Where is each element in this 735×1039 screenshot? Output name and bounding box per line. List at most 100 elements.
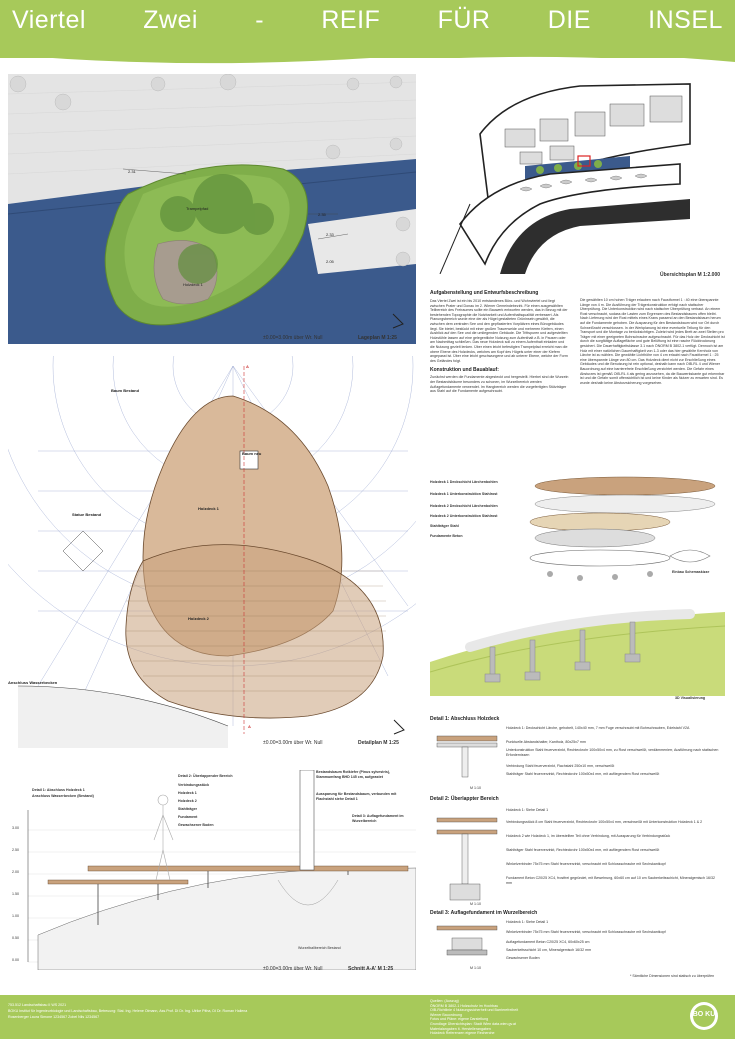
header-wave (0, 40, 735, 70)
section-heading: Konstruktion und Bauablauf: (430, 367, 499, 374)
poster-title: Viertel Zwei - REIF FÜR DIE INSEL (0, 6, 735, 46)
explosion-label: Holzdeck 2 Deckschicht Lärchenbohlen (430, 504, 498, 508)
credit-line: Fotos und Pläne: eigene Darstellung (430, 1017, 489, 1022)
holzdeck1-label: Holzdeck 1 (183, 282, 203, 287)
schnitt-label: Bestandsbaum Rotkiefer (Pinus sylvestris… (316, 770, 391, 779)
detail-item: Sauberkeitsschicht 10 cm, Mineralgemisch… (506, 948, 592, 952)
schnitt-scale: Schnitt A-A' M 1:25 (348, 966, 394, 972)
detail-item: Winkelverbinder 75x75 mm Stahl feuerverz… (506, 930, 666, 934)
schnitt-label: Detail 1: Abschluss Holzdeck 1 (32, 788, 85, 792)
detail-item: Holzdeck 1: Deckschicht Lärche, gehobelt… (506, 726, 690, 730)
lageplan-drawing (7, 73, 417, 344)
baum-neu-label: Baum neu (242, 451, 262, 456)
height-label: 2.35 (318, 212, 326, 217)
detail-item: Gewachsener Boden (506, 956, 540, 960)
title-word: - (255, 6, 265, 34)
schnitt-label: Gewachsener Boden (178, 823, 214, 827)
explosion-label: Holzdeck 1 Unterkonstruktion Stahlrost (430, 492, 498, 496)
uebersichtsplan-scale: Übersichtsplan M 1:2.000 (660, 272, 721, 278)
schnitt-label: Holzdeck 1 (178, 791, 197, 795)
detail-item: Fundament Beton C20/25 XC4, frostfrei ge… (506, 876, 715, 885)
detail-item: Winkelverbinder 75x75 mm Stahl feuerverz… (506, 862, 666, 866)
detailplan-level: ±0.00=3.00m über Wr. Null (263, 740, 323, 746)
footer-credits: Quellen: (Auszug) ÖNORM B 3802-1 Holzsch… (430, 999, 670, 1036)
holzdeck1-label: Holzdeck 1 (198, 506, 219, 511)
uebersichtsplan-panel: Übersichtsplan M 1:2.000 (430, 74, 725, 284)
detail1-drawing (436, 735, 498, 778)
detailplan-scale: Detailplan M 1:25 (358, 740, 399, 746)
detailplan-drawing (0, 65, 534, 748)
lageplan-scale: Lageplan M 1:25 (358, 335, 397, 341)
credit-line: Materialangaben lt. Herstellerangaben (430, 1026, 491, 1031)
credit-line: OIB-Richtlinie 4 Nutzungssicherheit und … (430, 1008, 519, 1013)
detail3-drawing (436, 925, 498, 956)
axis-tick: 0.50 (12, 936, 19, 940)
paragraph: Die gewählten 10 cm hohen Träger erlaube… (580, 298, 725, 385)
visualisierung-panel: 3D Visualisierung (429, 592, 726, 704)
title-word: REIF (321, 6, 381, 34)
detail-item: Holzdeck 1: Siehe Detail 1 (506, 920, 549, 924)
footer-line: BOKU Institut für Ingenieurbiologie und … (8, 1009, 248, 1013)
schnitt-drawing (8, 769, 417, 971)
logo-text: BO KU (692, 1011, 716, 1018)
skizze-label: Einbau Schemaskizze (672, 570, 710, 574)
axis-tick: 1.50 (12, 892, 19, 896)
axis-tick: 0.00 (12, 958, 19, 962)
height-label: 2.31 (128, 169, 136, 174)
credit-line: Wiener Bauordnung (430, 1012, 462, 1017)
lageplan-panel: Trampelpfad Holzdeck 1 2.31 2.35 2.33 2.… (7, 73, 417, 344)
detail-item: Holzdeck 2 wie Holzdeck 1, im überstellt… (506, 834, 671, 838)
boku-logo: BO KU (684, 1000, 724, 1032)
details-panel: Detail 1: Abschluss Holzdeck Holzdeck 1:… (430, 716, 725, 986)
credit-line: Quellen: (Auszug) (430, 999, 459, 1003)
detail-item: Holzdeck 1: Siehe Detail 1 (506, 808, 549, 812)
schnitt-level: ±0.00=3.00m über Wr. Null (263, 966, 323, 972)
detail-item: Stahlträger Stahl feuerverzinkt, Rechtec… (506, 772, 660, 776)
height-label: 2.05 (326, 259, 334, 264)
title-word: Viertel (12, 6, 86, 34)
anschluss-label: Anschluss Wasserbecken (8, 680, 58, 685)
detail-item: Auflagefundament Beton C20/25 XC4, 60x60… (506, 940, 590, 944)
axis-tick: 2.00 (12, 870, 19, 874)
axis-tick: 2.50 (12, 848, 19, 852)
section-marker: A (246, 364, 249, 369)
explosion-label: Holzdeck 2 Unterkonstruktion Stahlrost (430, 514, 498, 518)
schnitt-label: Fundament (178, 815, 198, 819)
height-label: 2.33 (326, 232, 334, 237)
text-col-2: Die gewählten 10 cm hohen Träger erlaube… (580, 298, 725, 470)
detail2-title: Detail 2: Überlappter Bereich (430, 796, 499, 802)
static-note: * Sämtliche Dimensionen sind statisch zu… (630, 974, 715, 978)
detail2-drawing (436, 817, 498, 901)
credit-line: Grundlage Übersichtsplan: Stadt Wien dat… (430, 1021, 517, 1026)
lageplan-level: ±0.00=3.00m über Wr. Null (263, 335, 323, 341)
detailplan-panel: A A Baum Bestand Baum neu Holzdeck 1 Hol… (0, 65, 534, 748)
schnitt-label: Holzdeck 2 (178, 799, 197, 803)
explosion-label: Fundamente Beton (430, 534, 463, 538)
detail-item: Verbindungsstück 8 cm Stahl feuerverzink… (506, 820, 703, 824)
section-marker: A (248, 724, 251, 729)
schnitt-panel: Detail 1: Abschluss Holzdeck 1 Anschluss… (8, 769, 417, 980)
section-heading: Aufgabenstellung und Entwurfsbeschreibun… (430, 290, 539, 296)
detail-item: Unterkonstruktion Stahl feuerverzinkt, R… (506, 748, 719, 757)
detail3-title: Detail 3: Auflagefundament im Wurzelbere… (430, 910, 538, 916)
schnitt-label: Verbindungsstück (178, 783, 210, 787)
explosion-label: Stahlträger Stahl (430, 524, 459, 528)
explosion-drawing (430, 474, 725, 586)
schnitt-label: Wurzelballbereich Bestand (298, 946, 341, 950)
footer-line: Rosenberger Laura Simone 1234567 Zobel N… (8, 1015, 100, 1019)
schnitt-label: Stahlträger (178, 807, 197, 811)
title-word: DIE (547, 6, 591, 34)
holzdeck2-label: Holzdeck 2 (188, 616, 209, 621)
axis-tick: 3.00 (12, 826, 19, 830)
statue-label: Statue Bestand (72, 512, 102, 517)
explosion-panel: Holzdeck 1 Deckschicht Lärchenbohlen Hol… (430, 474, 725, 586)
explosion-label: Holzdeck 1 Deckschicht Lärchenbohlen (430, 480, 498, 484)
baum-bestand-label: Baum Bestand (111, 388, 140, 393)
detail1-title: Detail 1: Abschluss Holzdeck (430, 716, 500, 722)
detail1-scale: M 1:10 (470, 786, 481, 790)
title-word: Zwei (143, 6, 198, 34)
schnitt-label: Anschluss Wasserbecken (Bestand) (32, 794, 94, 798)
detail3-scale: M 1:10 (470, 966, 481, 970)
schnitt-label: Aussparung für Bestandsbaum, verbunden m… (316, 792, 397, 801)
credit-line: Holzdeck Referenzen eigene Recherche (430, 1031, 495, 1036)
